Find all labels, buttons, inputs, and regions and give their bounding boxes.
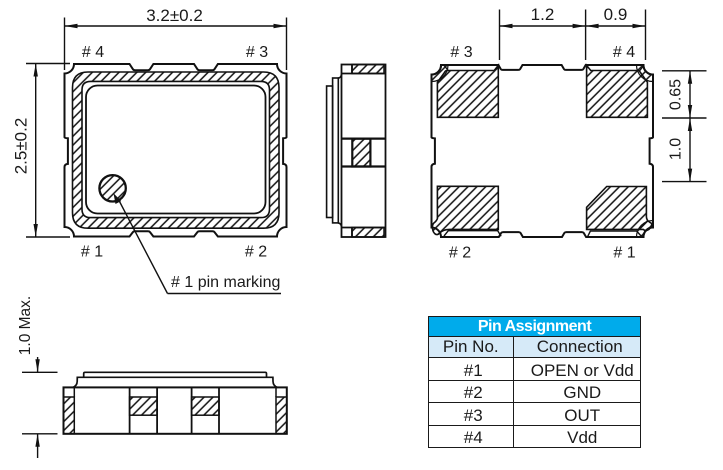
svg-text:# 3: # 3 (246, 44, 268, 61)
svg-text:0.65: 0.65 (668, 79, 685, 110)
svg-text:# 1: # 1 (81, 244, 103, 261)
svg-text:1.2: 1.2 (531, 5, 555, 24)
svg-text:3.2±0.2: 3.2±0.2 (146, 6, 203, 25)
svg-text:1.0: 1.0 (668, 138, 685, 160)
svg-text:# 2: # 2 (449, 245, 471, 262)
svg-text:1.0 Max.: 1.0 Max. (17, 296, 34, 355)
svg-text:2.5±0.2: 2.5±0.2 (12, 118, 31, 175)
svg-text:# 3: # 3 (450, 44, 472, 61)
svg-text:# 2: # 2 (245, 244, 267, 261)
svg-text:# 4: # 4 (82, 44, 104, 61)
svg-text:# 1: # 1 (613, 245, 635, 262)
svg-text:# 1 pin marking: # 1 pin marking (171, 274, 280, 291)
svg-text:# 4: # 4 (613, 44, 635, 61)
svg-text:0.9: 0.9 (604, 5, 628, 24)
